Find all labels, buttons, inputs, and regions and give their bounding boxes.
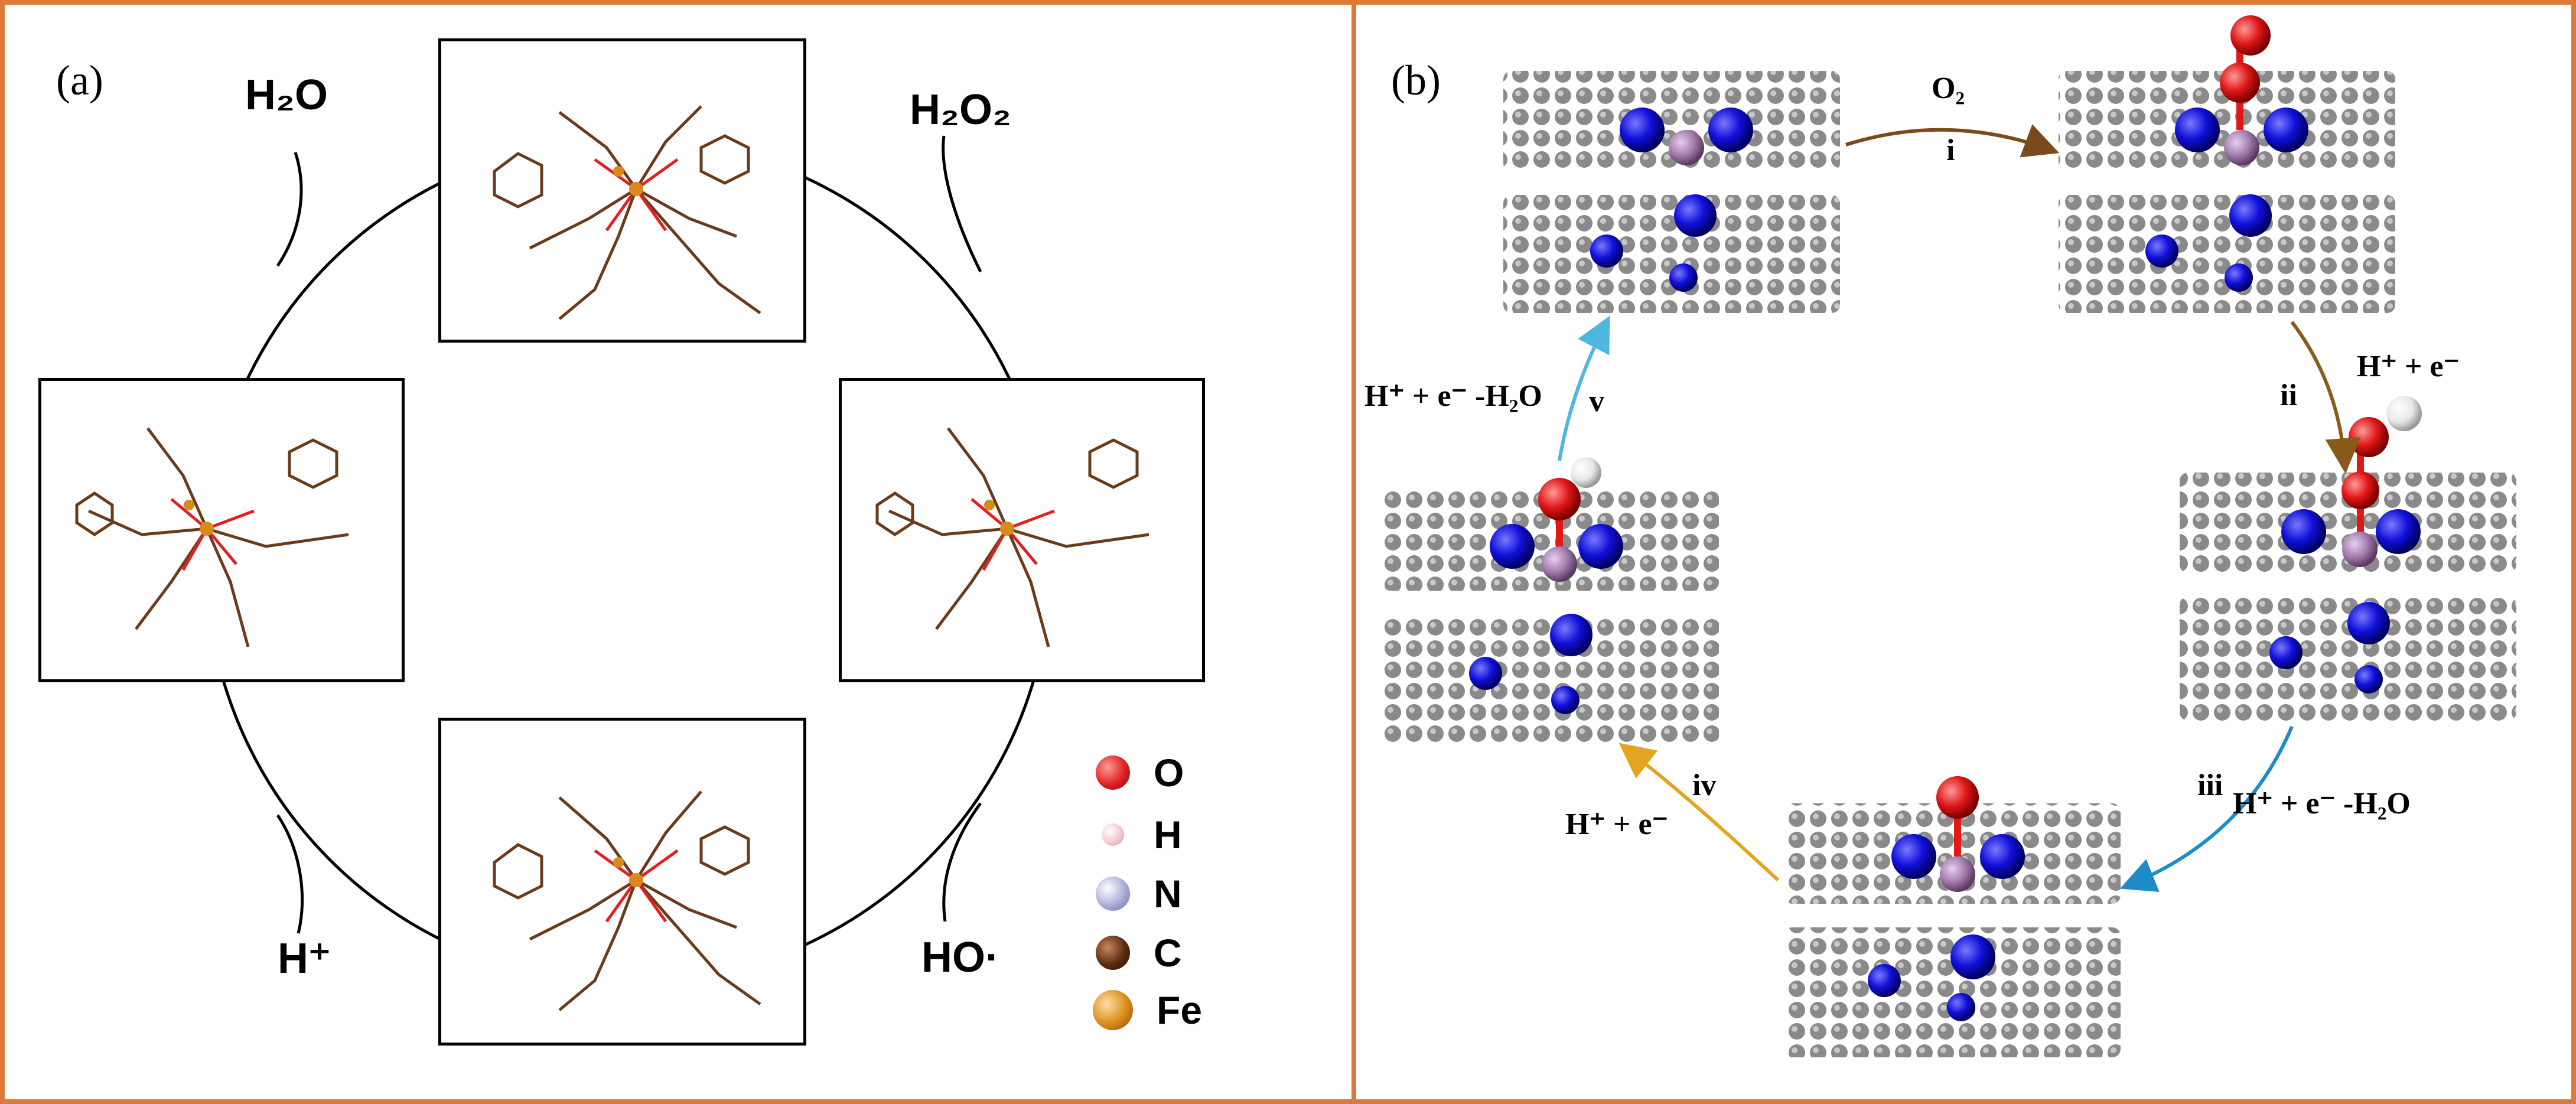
molecule-box-right <box>839 378 1205 682</box>
arrow-step-i <box>1845 124 2060 158</box>
arrow-step-v <box>1558 315 1610 461</box>
ho-hook <box>942 802 982 922</box>
hplus-hook <box>276 814 304 934</box>
legend-item: C <box>1096 930 1182 975</box>
h2o-hook <box>276 152 303 267</box>
panel-b-label: (b) <box>1391 57 1441 104</box>
legend-item: O <box>1096 750 1184 795</box>
fe-complex-molecule <box>875 427 1149 647</box>
legend-label: C <box>1154 931 1182 975</box>
step-iv-reagent: H⁺ + e⁻ <box>1565 807 1669 841</box>
fe-o2-structure <box>2059 15 2395 313</box>
legend-label: O <box>1154 751 1184 794</box>
step-i-numeral: i <box>1946 133 1955 167</box>
atom-fe-icon <box>1093 990 1133 1030</box>
species-h2o: H₂O <box>245 71 328 119</box>
molecule-box-top <box>438 38 806 343</box>
panel-b <box>1351 0 2576 1104</box>
step-iii-reagent: H⁺ + e⁻ -H₂O <box>2233 787 2411 820</box>
atom-n-icon <box>1096 877 1130 911</box>
step-v-reagent: H⁺ + e⁻ -H₂O <box>1364 379 1542 413</box>
legend-label: N <box>1154 872 1182 916</box>
arrow-step-iii <box>2119 725 2294 893</box>
legend-label: Fe <box>1157 988 1203 1032</box>
fe-complex-molecule <box>493 790 761 1011</box>
species-hplus: H⁺ <box>278 935 331 982</box>
fe-ooh-structure <box>2180 396 2516 721</box>
h2o2-hook <box>942 135 982 273</box>
legend-item: H <box>1096 812 1182 857</box>
arrow-step-ii <box>2290 321 2361 474</box>
atom-c-icon <box>1096 936 1130 970</box>
step-iv-numeral: iv <box>1692 768 1717 802</box>
molecule-box-left <box>38 378 405 682</box>
atom-h-icon <box>1102 823 1124 846</box>
species-ho-radical: HO· <box>921 934 999 981</box>
step-i-reagent: O₂ <box>1932 71 1965 105</box>
panel-a-label: (a) <box>56 57 103 104</box>
fe-complex-molecule <box>493 105 761 320</box>
legend-item: Fe <box>1093 988 1202 1033</box>
fen4-structure-1 <box>1503 71 1840 313</box>
step-iii-numeral: iii <box>2197 768 2223 802</box>
legend-label: H <box>1154 813 1182 857</box>
step-ii-reagent: H⁺ + e⁻ <box>2357 350 2460 383</box>
atom-o-icon <box>1096 755 1130 790</box>
step-v-numeral: v <box>1589 385 1604 418</box>
step-ii-numeral: ii <box>2280 379 2297 412</box>
species-h2o2: H₂O₂ <box>910 86 1011 133</box>
fe-oh-structure <box>1382 457 1719 744</box>
arrow-step-iv <box>1618 742 1780 882</box>
fe-complex-molecule <box>75 427 349 647</box>
fe-o-structure <box>1784 776 2121 1057</box>
molecule-box-bottom <box>438 718 806 1046</box>
legend-item: N <box>1096 871 1182 916</box>
